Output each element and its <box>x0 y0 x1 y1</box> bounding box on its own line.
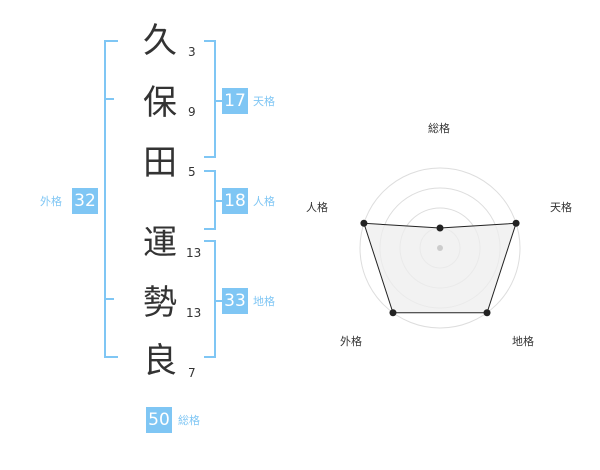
name-char: 運 <box>143 223 177 263</box>
soukaku-label: 総格 <box>178 414 200 427</box>
stroke-count: 3 <box>188 45 196 59</box>
tenkaku-label: 天格 <box>253 95 275 108</box>
chikaku-bracket-top <box>204 240 216 242</box>
soukaku-value-badge: 50 <box>146 407 172 433</box>
chikaku-bracket-vertical <box>214 240 216 358</box>
jinkaku-bracket-top <box>204 170 216 172</box>
radar-grid-ring <box>359 167 521 329</box>
radar-point-3 <box>389 309 397 317</box>
gaikaku-bracket-vertical <box>104 40 106 358</box>
name-char: 勢 <box>143 283 177 323</box>
radar-point-0 <box>436 224 444 232</box>
stroke-count: 7 <box>188 366 196 380</box>
radar-axis-label-tenkaku: 天格 <box>550 201 572 214</box>
radar-center-dot <box>437 245 443 251</box>
radar-point-2 <box>483 309 491 317</box>
gaikaku-bracket-tick-1 <box>104 98 114 100</box>
name-char: 良 <box>143 341 177 381</box>
chikaku-bracket-stub <box>214 300 222 302</box>
stroke-count: 9 <box>188 105 196 119</box>
gaikaku-label: 外格 <box>40 195 62 208</box>
radar-point-1 <box>512 219 520 227</box>
radar-axis-label-chikaku: 地格 <box>512 335 534 348</box>
jinkaku-bracket-bottom <box>204 228 216 230</box>
gaikaku-bracket-top <box>104 40 118 42</box>
jinkaku-label: 人格 <box>253 195 275 208</box>
radar-chart <box>359 167 521 329</box>
stroke-count: 5 <box>188 165 196 179</box>
tenkaku-bracket-vertical <box>214 40 216 158</box>
radar-axis-label-gaikaku: 外格 <box>340 335 362 348</box>
name-char: 田 <box>143 143 177 183</box>
chikaku-label: 地格 <box>253 295 275 308</box>
gaikaku-bracket-bottom <box>104 356 118 358</box>
chikaku-value-badge: 33 <box>222 288 248 314</box>
tenkaku-bracket-bottom <box>204 156 216 158</box>
chikaku-bracket-bottom <box>204 356 216 358</box>
name-char: 久 <box>143 21 177 61</box>
name-char: 保 <box>143 83 177 123</box>
tenkaku-bracket-top <box>204 40 216 42</box>
tenkaku-value-badge: 17 <box>222 88 248 114</box>
radar-axis-label-jinkaku: 人格 <box>306 201 328 214</box>
tenkaku-bracket-stub <box>214 100 222 102</box>
gaikaku-value-badge: 32 <box>72 188 98 214</box>
stroke-count: 13 <box>186 306 202 320</box>
gaikaku-bracket-tick-2 <box>104 298 114 300</box>
stroke-count: 13 <box>186 246 202 260</box>
radar-point-4 <box>360 219 368 227</box>
jinkaku-bracket-stub <box>214 200 222 202</box>
radar-series-polygon <box>363 222 517 314</box>
radar-axis-label-soukaku: 総格 <box>428 122 450 135</box>
jinkaku-value-badge: 18 <box>222 188 248 214</box>
